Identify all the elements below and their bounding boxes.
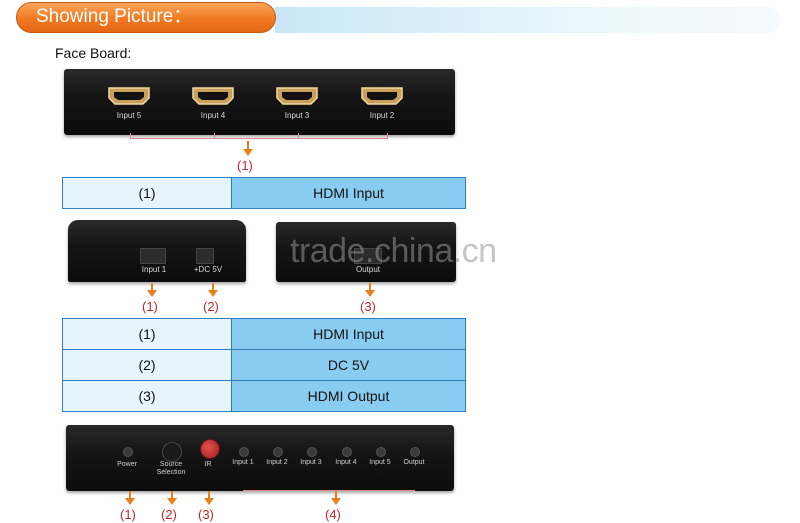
port-slot [196, 248, 214, 264]
callout-number: (1) [237, 158, 253, 173]
table-value: HDMI Input [231, 177, 466, 209]
callout-stem [208, 491, 210, 499]
hdmi-port-icon [360, 86, 404, 106]
back-label: Power [117, 461, 137, 468]
led-icon [239, 447, 249, 457]
callout-number: (1) [120, 507, 136, 522]
callout-stem [171, 491, 173, 499]
connector-line [243, 490, 415, 491]
spec-table-1: (1) HDMI Input [62, 177, 466, 209]
led-icon [342, 447, 352, 457]
connector-line [130, 138, 388, 139]
ir-sensor-icon [200, 439, 220, 459]
port-label: Input 1 [141, 265, 167, 274]
table-row: (1) HDMI Input [62, 318, 466, 350]
port-label: Input 3 [284, 111, 310, 120]
callout-number: (3) [360, 299, 376, 314]
port-slot [140, 248, 166, 264]
arrow-down-icon [147, 290, 157, 297]
callout-number: (4) [325, 507, 341, 522]
table-row: (3) HDMI Output [62, 380, 466, 412]
callout-stem [335, 491, 337, 499]
arrow-down-icon [365, 290, 375, 297]
header-pill [16, 2, 276, 33]
arrow-down-icon [167, 498, 177, 505]
back-label: Input 3 [300, 459, 322, 466]
back-label: IR [204, 461, 212, 468]
table-value: HDMI Output [231, 380, 466, 412]
table-key: (1) [62, 318, 232, 350]
hdmi-port-icon [191, 86, 235, 106]
callout-stem [151, 283, 153, 291]
callout-stem [129, 491, 131, 499]
led-icon [410, 447, 420, 457]
table-key: (2) [62, 349, 232, 381]
arrow-down-icon [331, 498, 341, 505]
back-label: Input 2 [266, 459, 288, 466]
arrow-down-icon [208, 290, 218, 297]
side-panel-right: Output [276, 222, 456, 282]
back-label: Input 5 [369, 459, 391, 466]
connector-line [130, 133, 131, 139]
arrow-down-icon [204, 498, 214, 505]
table-value: HDMI Input [231, 318, 466, 350]
port-label: Input 2 [369, 111, 395, 120]
section-title: Face Board: [55, 45, 132, 61]
arrow-down-icon [125, 498, 135, 505]
table-key: (3) [62, 380, 232, 412]
callout-stem [369, 283, 371, 291]
led-icon [376, 447, 386, 457]
port-slot [354, 248, 382, 264]
led-icon [273, 447, 283, 457]
table-value: DC 5V [231, 349, 466, 381]
hdmi-port-icon [275, 86, 319, 106]
callout-number: (2) [203, 299, 219, 314]
back-label: Input 1 [232, 459, 254, 466]
callout-number: (3) [198, 507, 214, 522]
page-title: Showing Picture： [36, 6, 193, 27]
led-icon [307, 447, 317, 457]
connector-line [298, 133, 299, 139]
port-label: Input 4 [200, 111, 226, 120]
callout-number: (2) [161, 507, 177, 522]
back-board-panel: Power Source Selection IR Input 1 Input … [66, 425, 454, 491]
back-label: Input 4 [335, 459, 357, 466]
callout-stem [247, 141, 249, 149]
side-panel-left: Input 1 +DC 5V [68, 220, 246, 282]
back-label: Output [403, 459, 425, 466]
header-bar [275, 7, 780, 33]
table-key: (1) [62, 177, 232, 209]
source-button-icon [162, 442, 182, 462]
port-label: Output [355, 265, 380, 274]
connector-line [214, 133, 215, 139]
port-label: Input 5 [116, 111, 142, 120]
led-icon [123, 447, 133, 457]
callout-number: (1) [142, 299, 158, 314]
face-board-panel: Input 5 Input 4 Input 3 Input 2 [64, 69, 455, 135]
table-row: (1) HDMI Input [62, 177, 466, 209]
port-label: +DC 5V [193, 265, 223, 274]
watermark: trade.china.cn [290, 232, 497, 270]
hdmi-port-icon [107, 86, 151, 106]
spec-table-2: (1) HDMI Input (2) DC 5V (3) HDMI Output [62, 318, 466, 412]
back-label: Source Selection [156, 461, 186, 476]
arrow-down-icon [243, 149, 253, 156]
callout-stem [212, 283, 214, 291]
table-row: (2) DC 5V [62, 349, 466, 381]
connector-line [387, 133, 388, 139]
